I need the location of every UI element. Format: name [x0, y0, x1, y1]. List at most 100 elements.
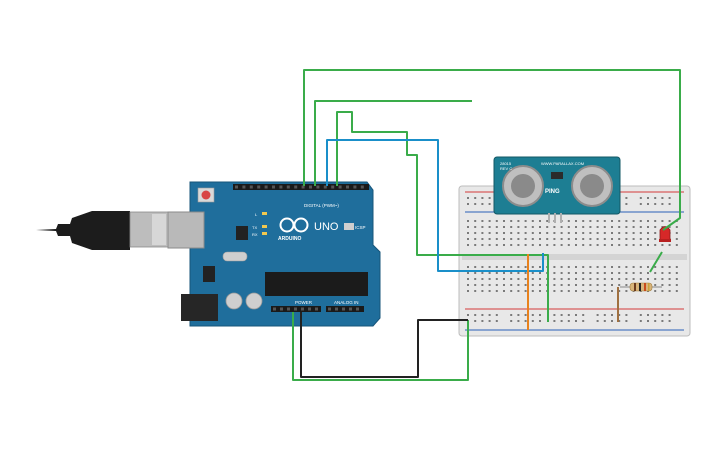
pin-hole[interactable] — [474, 320, 477, 322]
pin-hole[interactable] — [510, 266, 513, 268]
pin-hole[interactable] — [467, 284, 469, 286]
bottom-pins[interactable] — [273, 307, 359, 311]
pin-hole[interactable] — [575, 320, 577, 322]
pin-hole[interactable] — [553, 244, 556, 246]
pin-hole[interactable] — [647, 197, 649, 199]
pin-hole[interactable] — [625, 238, 628, 240]
pin-hole[interactable] — [639, 238, 642, 240]
pin-hole[interactable] — [539, 226, 541, 228]
pin-hole[interactable] — [331, 185, 335, 189]
pin-hole[interactable] — [481, 203, 484, 205]
pin-hole[interactable] — [611, 238, 613, 240]
pin-hole[interactable] — [531, 290, 534, 292]
pin-hole[interactable] — [575, 266, 577, 268]
pin-hole[interactable] — [589, 266, 592, 268]
pin-hole[interactable] — [582, 232, 585, 234]
pin-hole[interactable] — [335, 307, 338, 311]
pin-hole[interactable] — [647, 278, 649, 280]
pin-hole[interactable] — [488, 226, 491, 228]
pin-hole[interactable] — [546, 220, 549, 222]
pin-hole[interactable] — [647, 238, 649, 240]
pin-hole[interactable] — [632, 226, 635, 228]
pin-hole[interactable] — [488, 220, 491, 222]
pin-hole[interactable] — [360, 185, 364, 189]
pin-hole[interactable] — [596, 284, 599, 286]
pin-hole[interactable] — [625, 203, 628, 205]
pin-hole[interactable] — [517, 220, 520, 222]
pin-hole[interactable] — [639, 232, 642, 234]
pin-hole[interactable] — [611, 314, 613, 316]
pin-hole[interactable] — [567, 278, 570, 280]
arduino-uno[interactable]: DIGITAL (PWM~) ARDUINO UNO L TX RX ICSP … — [167, 181, 381, 327]
pin-hole[interactable] — [639, 244, 642, 246]
pin-hole[interactable] — [474, 266, 477, 268]
pin-hole[interactable] — [632, 244, 635, 246]
pin-hole[interactable] — [582, 284, 585, 286]
wire-blue[interactable] — [326, 139, 544, 272]
pin-hole[interactable] — [661, 266, 664, 268]
pin-hole[interactable] — [495, 244, 498, 246]
pin-hole[interactable] — [524, 232, 527, 234]
pin-hole[interactable] — [625, 290, 628, 292]
digital-header[interactable] — [233, 184, 369, 190]
pin-hole[interactable] — [474, 226, 477, 228]
pin-hole[interactable] — [503, 220, 505, 222]
pin-hole[interactable] — [654, 232, 657, 234]
pin-hole[interactable] — [531, 266, 534, 268]
pin-hole[interactable] — [488, 320, 491, 322]
pin-hole[interactable] — [632, 278, 635, 280]
pin-hole[interactable] — [603, 272, 606, 274]
pin-hole[interactable] — [242, 185, 246, 189]
pin-hole[interactable] — [647, 314, 649, 316]
pin-hole[interactable] — [632, 272, 635, 274]
pin-hole[interactable] — [510, 238, 513, 240]
pin-hole[interactable] — [567, 290, 570, 292]
pin-hole[interactable] — [632, 220, 635, 222]
pin-hole[interactable] — [618, 272, 621, 274]
resistor[interactable] — [620, 282, 662, 292]
pin-hole[interactable] — [654, 220, 657, 222]
pin-hole[interactable] — [510, 284, 513, 286]
pin-hole[interactable] — [495, 314, 498, 316]
pin-hole[interactable] — [481, 314, 484, 316]
digital-pins[interactable] — [235, 185, 364, 189]
pin-hole[interactable] — [560, 290, 563, 292]
pin-hole[interactable] — [481, 232, 484, 234]
pin-hole[interactable] — [524, 226, 527, 228]
pin-hole[interactable] — [675, 226, 678, 228]
pin-hole[interactable] — [503, 266, 505, 268]
pin-hole[interactable] — [589, 220, 592, 222]
pin-hole[interactable] — [639, 197, 642, 199]
pin-hole[interactable] — [495, 220, 498, 222]
pin-hole[interactable] — [531, 278, 534, 280]
pin-hole[interactable] — [503, 238, 505, 240]
pin-hole[interactable] — [531, 284, 534, 286]
pin-hole[interactable] — [531, 232, 534, 234]
pin-hole[interactable] — [301, 185, 305, 189]
pin-hole[interactable] — [539, 220, 541, 222]
pin-hole[interactable] — [531, 320, 534, 322]
pin-hole[interactable] — [553, 284, 556, 286]
pin-hole[interactable] — [639, 320, 642, 322]
pin-hole[interactable] — [668, 284, 671, 286]
pin-hole[interactable] — [654, 290, 657, 292]
pin-hole[interactable] — [495, 290, 498, 292]
pin-hole[interactable] — [308, 307, 311, 311]
pin-hole[interactable] — [524, 220, 527, 222]
pin-hole[interactable] — [661, 320, 664, 322]
pin-hole[interactable] — [654, 320, 657, 322]
pin-hole[interactable] — [546, 238, 549, 240]
pin-hole[interactable] — [488, 278, 491, 280]
pin-hole[interactable] — [647, 220, 649, 222]
pin-hole[interactable] — [603, 220, 606, 222]
pin-hole[interactable] — [474, 197, 477, 199]
pin-hole[interactable] — [596, 272, 599, 274]
pin-hole[interactable] — [503, 284, 505, 286]
pin-hole[interactable] — [575, 290, 577, 292]
pin-hole[interactable] — [257, 185, 261, 189]
pin-hole[interactable] — [639, 272, 642, 274]
pin-hole[interactable] — [249, 185, 253, 189]
pin-hole[interactable] — [539, 278, 541, 280]
pin-hole[interactable] — [596, 232, 599, 234]
pin-hole[interactable] — [639, 226, 642, 228]
